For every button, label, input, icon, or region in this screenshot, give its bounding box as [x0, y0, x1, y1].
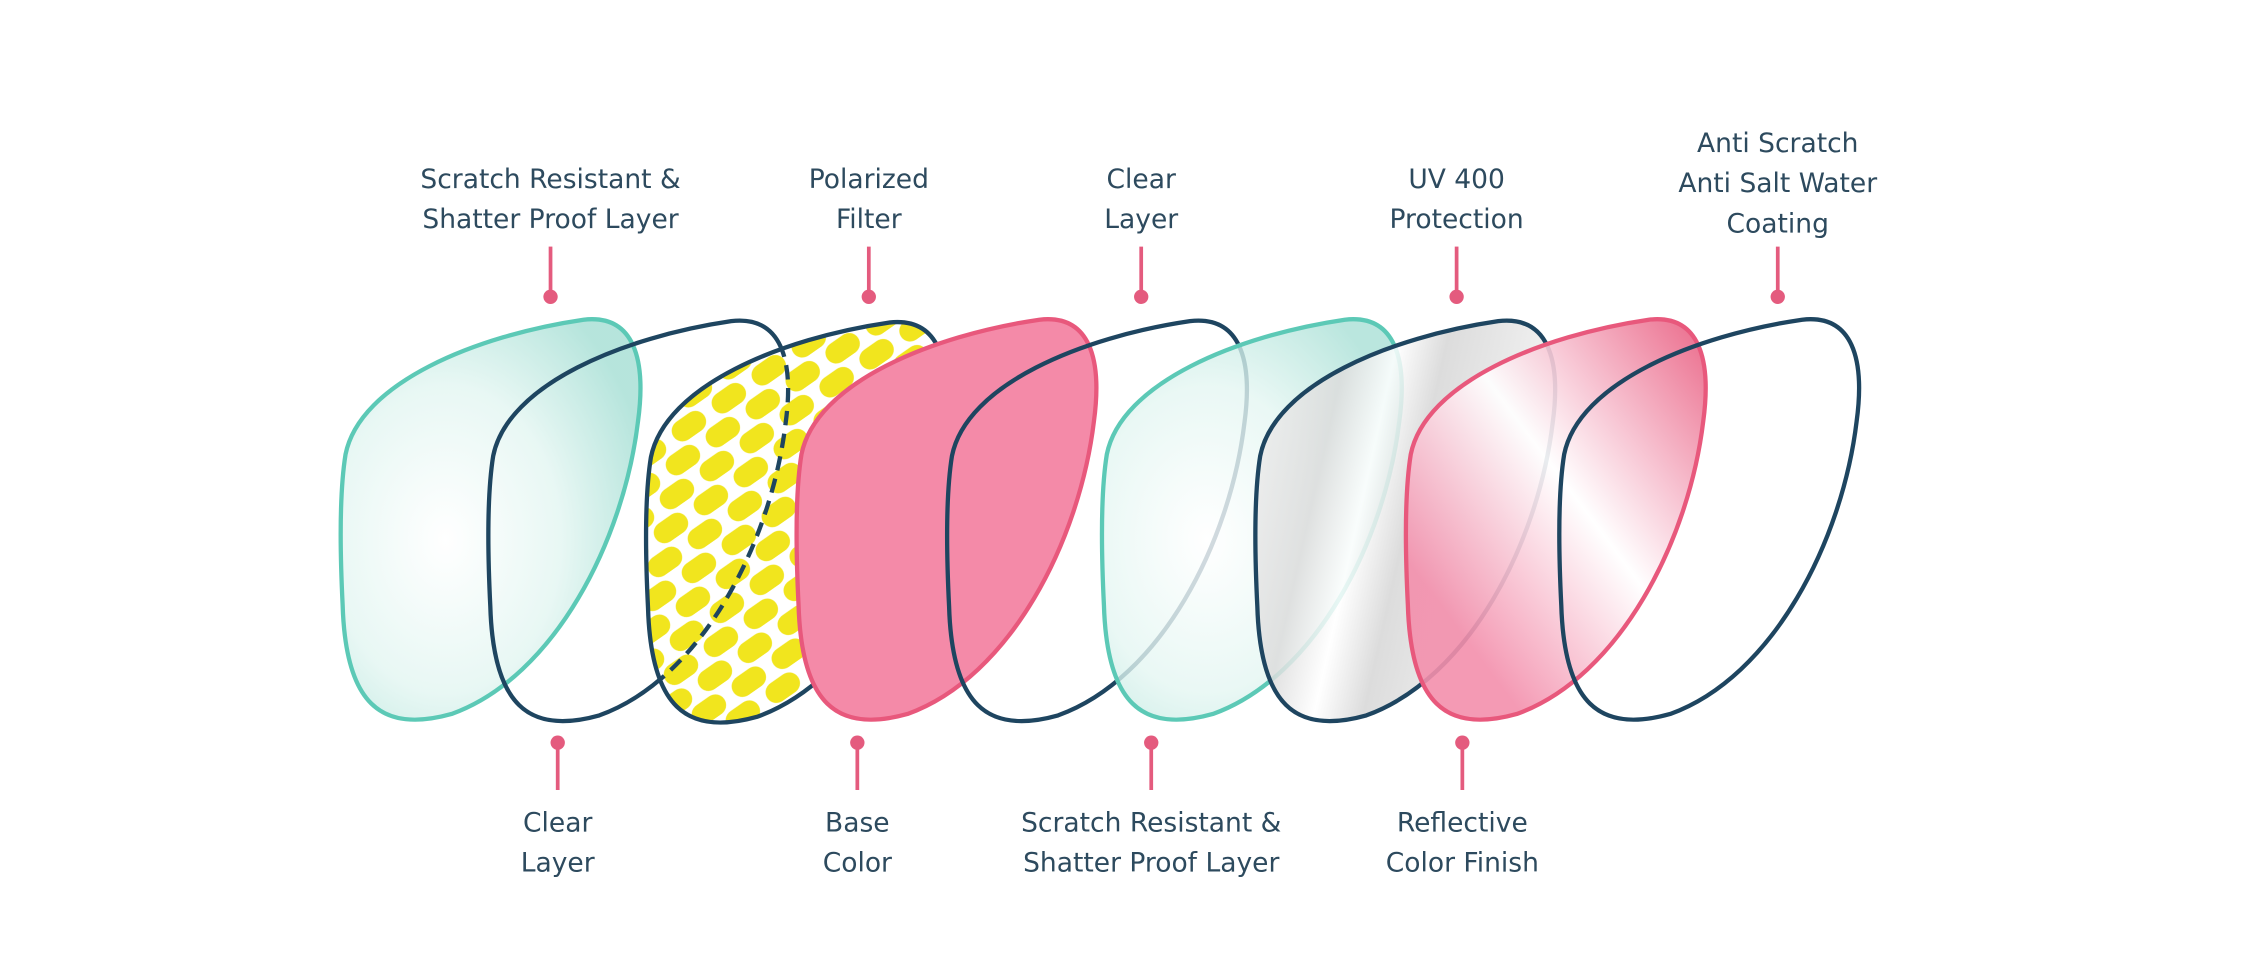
label-line: Scratch Resistant &: [1021, 808, 1281, 839]
pin-dot: [550, 735, 565, 750]
pin-dot: [850, 735, 865, 750]
bottom-label-clear-layer: Clear Layer: [521, 735, 595, 879]
top-label-polarized-filter: Polarized Filter: [809, 164, 929, 304]
pin-dot: [1144, 735, 1159, 750]
label-line: UV 400: [1408, 164, 1505, 195]
top-label-uv400: UV 400 Protection: [1390, 164, 1524, 304]
label-line: Anti Salt Water: [1678, 168, 1877, 199]
bottom-label-base-color: Base Color: [823, 735, 892, 879]
top-label-anti-scratch: Anti Scratch Anti Salt Water Coating: [1678, 128, 1877, 304]
label-line: Shatter Proof Layer: [1023, 848, 1279, 879]
label-line: Layer: [521, 848, 595, 879]
label-line: Scratch Resistant &: [420, 164, 680, 195]
label-line: Clear: [1107, 164, 1176, 195]
label-line: Layer: [1104, 204, 1178, 235]
label-line: Anti Scratch: [1697, 128, 1858, 159]
label-line: Coating: [1727, 208, 1829, 239]
label-line: Polarized: [809, 164, 929, 195]
label-line: Reflective: [1397, 808, 1528, 839]
label-line: Color: [823, 848, 892, 879]
label-line: Filter: [836, 204, 902, 235]
pin-dot: [543, 289, 558, 304]
pin-dot: [861, 289, 876, 304]
top-label-scratch-resistant: Scratch Resistant & Shatter Proof Layer: [420, 164, 681, 304]
pin-dot: [1134, 289, 1149, 304]
top-label-clear-layer: Clear Layer: [1104, 164, 1178, 304]
label-line: Color Finish: [1386, 848, 1539, 879]
pin-dot: [1449, 289, 1464, 304]
bottom-label-scratch-resistant: Scratch Resistant & Shatter Proof Layer: [1021, 735, 1281, 879]
bottom-label-reflective-finish: Reflective Color Finish: [1386, 735, 1539, 879]
pin-dot: [1455, 735, 1470, 750]
label-line: Shatter Proof Layer: [422, 204, 678, 235]
label-line: Base: [825, 808, 890, 839]
pin-dot: [1770, 289, 1785, 304]
label-line: Protection: [1390, 204, 1524, 235]
label-line: Clear: [523, 808, 592, 839]
